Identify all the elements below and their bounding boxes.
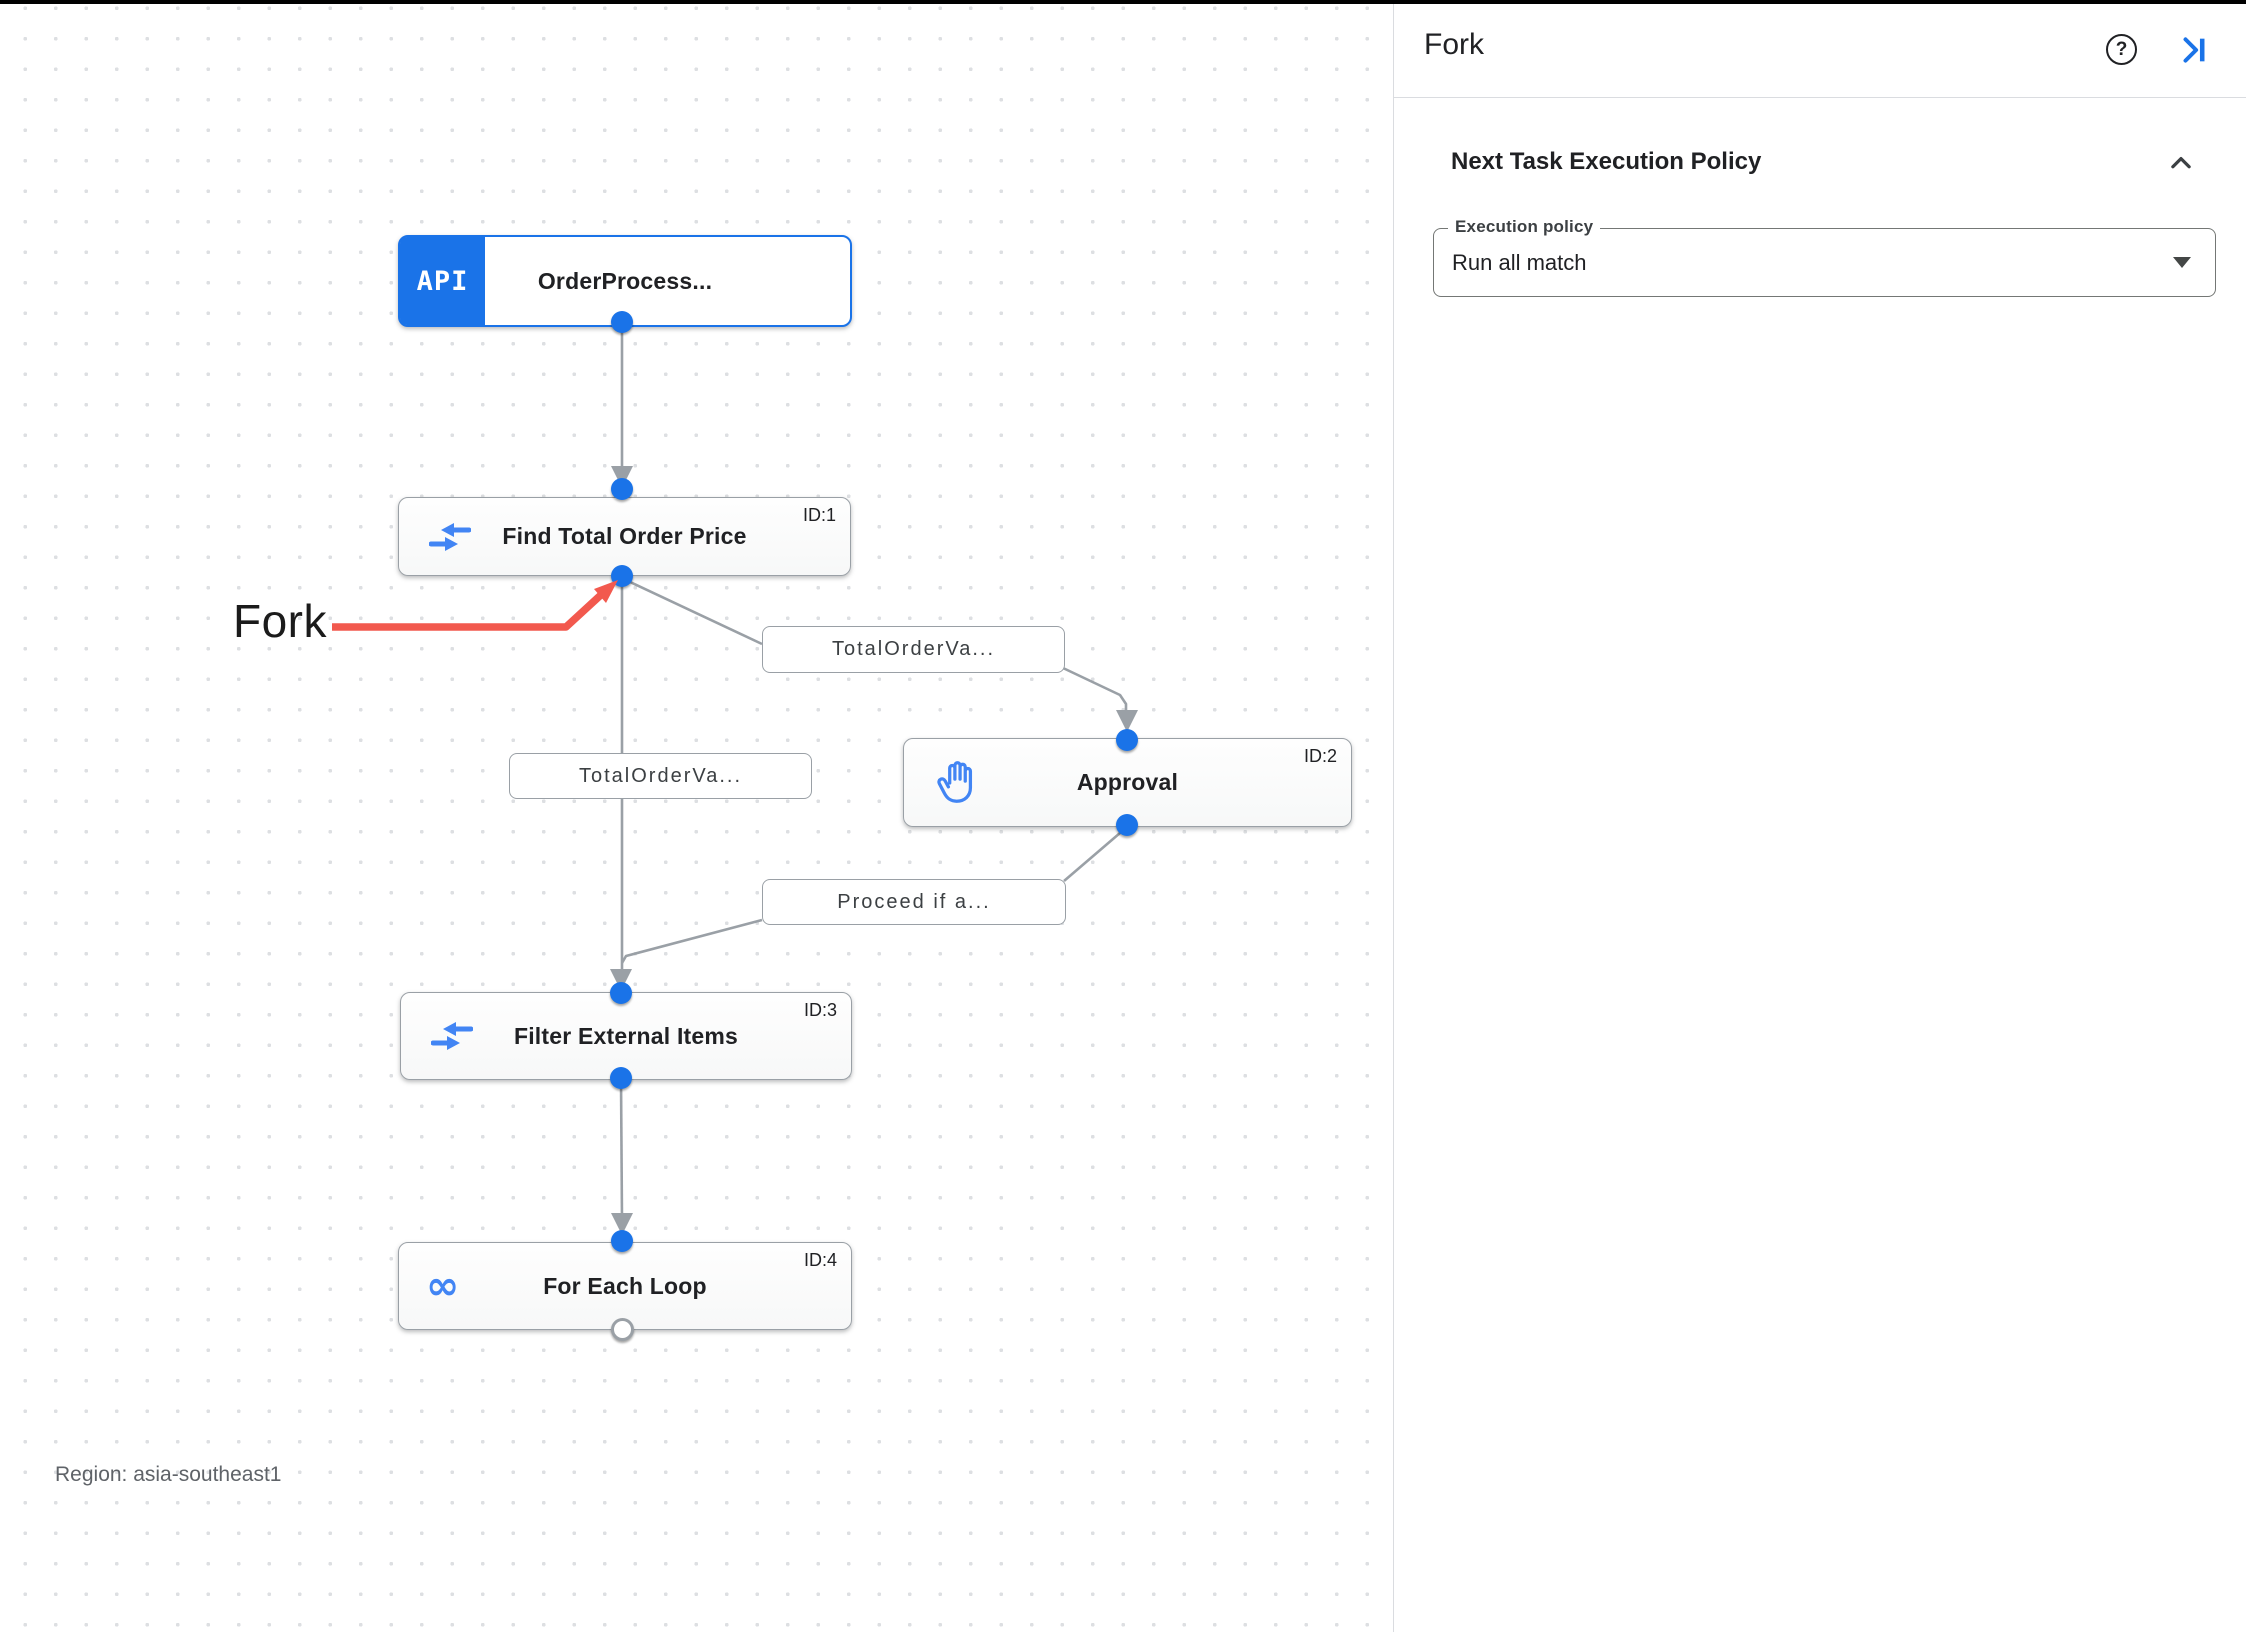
node-title: Find Total Order Price [502, 523, 747, 549]
panel-title: Fork [1424, 28, 1484, 61]
panel-header-divider [1394, 97, 2246, 98]
node-for-each-loop[interactable]: ∞ For Each Loop ID:4 [398, 1242, 852, 1330]
execution-policy-value: Run all match [1452, 249, 1587, 275]
port-filter-in[interactable] [610, 982, 632, 1004]
data-mapping-icon [431, 1018, 473, 1054]
edge-label-text: TotalOrderVa... [578, 764, 743, 787]
node-title: Filter External Items [513, 1022, 739, 1049]
node-title: For Each Loop [543, 1272, 707, 1299]
help-icon[interactable]: ? [2106, 34, 2137, 65]
collapse-panel-icon[interactable] [2177, 33, 2211, 67]
edge-label-text: Proceed if a... [837, 890, 991, 913]
region-label: Region: asia-southeast1 [55, 1463, 282, 1486]
execution-policy-label: Execution policy [1448, 217, 1601, 237]
dropdown-caret-icon [2173, 257, 2191, 268]
port-approval-in[interactable] [1116, 729, 1138, 751]
infinity-loop-icon: ∞ [426, 1263, 460, 1309]
node-title: Approval [1076, 769, 1179, 795]
workflow-edges [610, 323, 1138, 1235]
task-config-panel: Fork ? Next Task Execution Policy Execut… [1393, 0, 2246, 1632]
window-top-edge [0, 0, 2246, 4]
workflow-canvas[interactable]: API OrderProcess... Find Total Order Pri… [0, 0, 1393, 1632]
data-mapping-icon [429, 519, 471, 555]
chevron-up-icon[interactable] [2166, 148, 2196, 178]
node-filter-external-items[interactable]: Filter External Items ID:3 [400, 992, 852, 1080]
fork-annotation-label: Fork [233, 595, 327, 647]
port-trigger-out[interactable] [611, 311, 633, 333]
edge-label-total-order-value-left[interactable]: TotalOrderVa... [509, 753, 812, 799]
node-find-total-order-price[interactable]: Find Total Order Price ID:1 [398, 497, 851, 576]
node-id-badge: ID:3 [803, 1000, 837, 1020]
port-filter-out[interactable] [610, 1067, 632, 1089]
port-foreach-in[interactable] [611, 1230, 633, 1252]
execution-policy-select[interactable]: Execution policy Run all match [1433, 217, 2216, 297]
node-id-badge: ID:2 [1303, 746, 1337, 766]
port-find-in[interactable] [611, 478, 633, 500]
edge-label-proceed-if-approved[interactable]: Proceed if a... [762, 879, 1066, 925]
edge-label-total-order-value-right[interactable]: TotalOrderVa... [762, 626, 1065, 673]
edge-label-text: TotalOrderVa... [831, 638, 996, 660]
node-title: OrderProcess... [537, 267, 713, 294]
fork-annotation-arrow [332, 580, 618, 631]
section-title: Next Task Execution Policy [1451, 148, 1762, 175]
port-foreach-out-open[interactable] [611, 1318, 634, 1341]
port-approval-out[interactable] [1116, 814, 1138, 836]
node-id-badge: ID:4 [803, 1250, 837, 1270]
node-id-badge: ID:1 [802, 505, 836, 525]
trigger-badge-label: API [416, 265, 469, 297]
api-trigger-badge: API [400, 237, 485, 325]
hand-icon [934, 757, 980, 809]
node-approval[interactable]: Approval ID:2 [903, 738, 1352, 827]
